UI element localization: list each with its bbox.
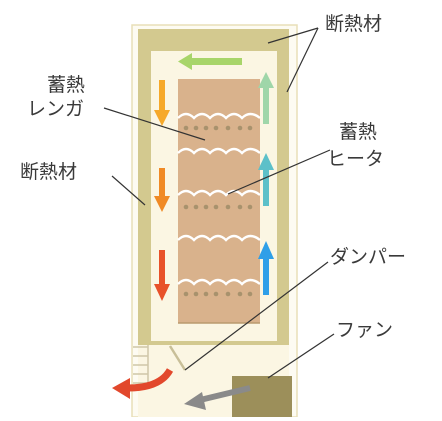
- right-channel-arrows: [258, 72, 274, 295]
- down-arrow: [154, 168, 170, 212]
- fan-unit: [232, 376, 292, 417]
- label-brick-line2: レンガ: [27, 98, 85, 120]
- label-heater-line2: ヒータ: [327, 148, 385, 170]
- label-damper: ダンパー: [330, 246, 407, 268]
- outlet-grille: [133, 345, 149, 386]
- leader-insulation-left: [111, 175, 146, 206]
- down-arrow: [154, 250, 170, 301]
- heater-coil-row: [177, 112, 261, 120]
- up-arrow: [258, 72, 274, 124]
- leader-fan: [267, 333, 335, 379]
- label-insulation-left: 断熱材: [20, 161, 78, 183]
- leader-insulation-right: [286, 27, 319, 93]
- heater-coil-row: [177, 278, 261, 286]
- heater-coil-row: [177, 234, 261, 242]
- leader-brick: [103, 107, 206, 141]
- top-airflow-arrow: [178, 53, 242, 70]
- label-fan: ファン: [336, 319, 394, 341]
- outlet-airflow-arrow: [112, 368, 174, 399]
- up-arrow: [258, 241, 274, 295]
- down-arrow: [154, 80, 170, 126]
- heater-coil-row: [177, 189, 261, 197]
- heater-coil-row: [177, 147, 261, 155]
- left-channel-arrows: [154, 80, 170, 301]
- up-arrow: [258, 153, 274, 206]
- damper-flap: [168, 345, 187, 371]
- fan-inlet-arrow: [184, 385, 251, 410]
- leader-damper: [184, 261, 329, 371]
- heater-coils: [177, 112, 261, 286]
- leader-heater: [227, 149, 331, 195]
- leader-insulation-top: [267, 27, 319, 44]
- leader-lines: [103, 27, 335, 379]
- label-heater-line1: 蓄熱: [339, 121, 378, 143]
- label-brick-line1: 蓄熱: [47, 74, 86, 96]
- heater-dots: [183, 125, 253, 297]
- label-insulation-top: 断熱材: [325, 13, 383, 35]
